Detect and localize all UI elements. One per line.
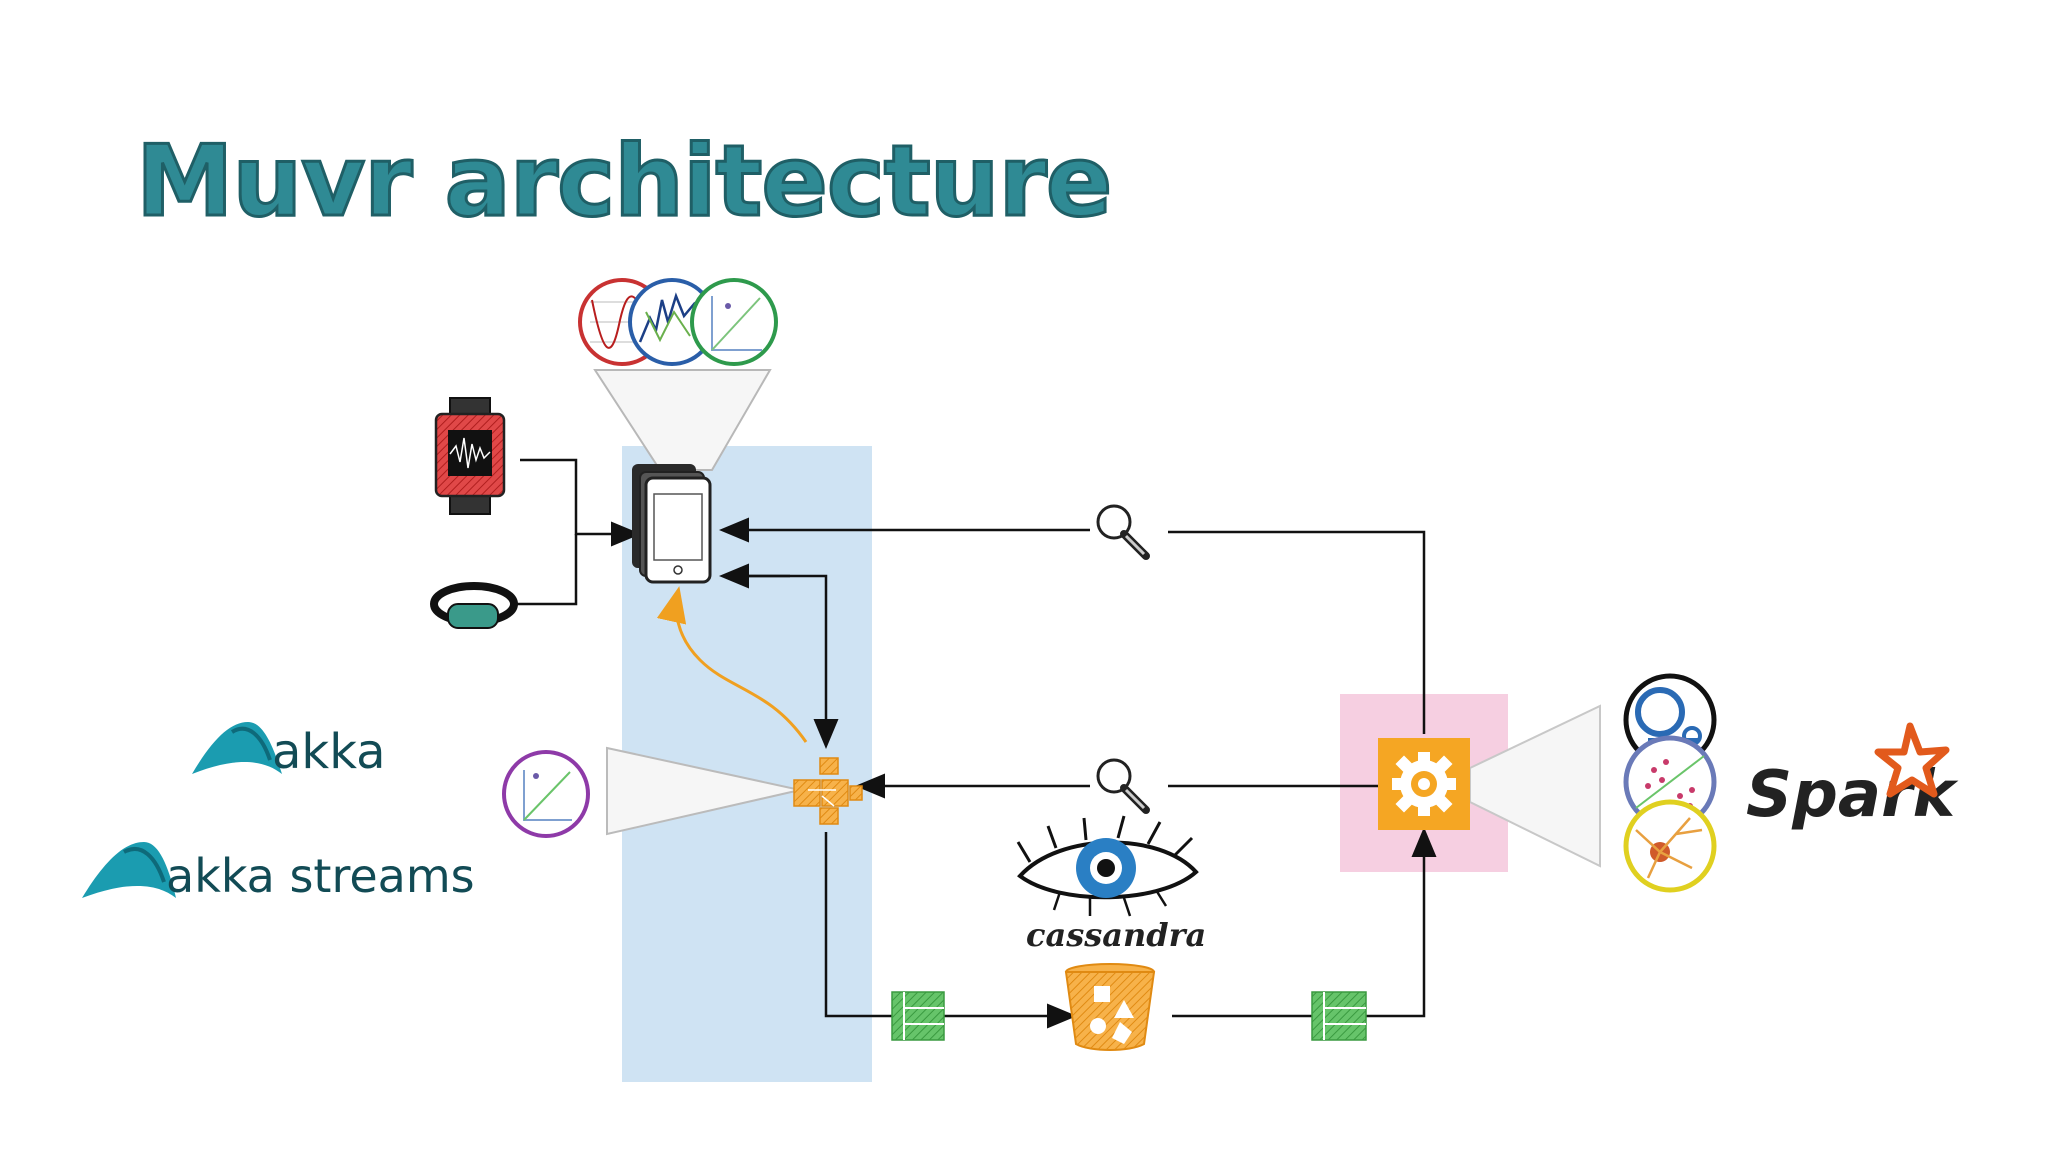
chart-projection-cone	[593, 369, 772, 471]
chart-circle-purple-icon	[502, 750, 590, 838]
watch-to-phone-connector	[520, 458, 641, 547]
band-to-phone-connector	[514, 534, 578, 606]
actor-projection-cone	[606, 746, 801, 836]
cassandra-logo-text: cassandra	[1026, 916, 1206, 954]
actor-cluster-icon	[793, 757, 863, 825]
actor-to-queue-connector	[824, 832, 892, 1018]
akka-logo-text: akka	[272, 724, 386, 780]
magnifier-icon	[1096, 504, 1150, 560]
storage-queue-icon	[891, 991, 945, 1041]
smartwatch-icon	[434, 397, 506, 515]
eye-icon	[1016, 815, 1199, 917]
smartphone-icon	[632, 464, 712, 584]
compute-to-query-connector	[1168, 530, 1426, 734]
gear-icon	[1378, 738, 1470, 830]
chart-circle-green-icon	[690, 278, 778, 366]
page-title: Muvr architecture	[136, 125, 1111, 239]
akka-streams-logo: akka streams	[82, 842, 475, 903]
spark-star-icon	[1874, 722, 1950, 798]
magnifier-icon	[1096, 758, 1150, 814]
storage-queue-icon	[1311, 991, 1367, 1041]
akka-streams-logo-text: akka streams	[166, 849, 475, 903]
wristband-icon	[430, 582, 518, 629]
orange-feedback-arrow	[656, 586, 808, 743]
spark-logo: Spark	[1746, 722, 1959, 832]
ml-model-circle-icon	[1623, 799, 1717, 893]
bucket-icon	[1064, 963, 1156, 1051]
akka-logo: akka	[192, 722, 386, 780]
connectors	[514, 458, 1437, 1029]
queue-to-gear-connector	[1366, 827, 1437, 1018]
